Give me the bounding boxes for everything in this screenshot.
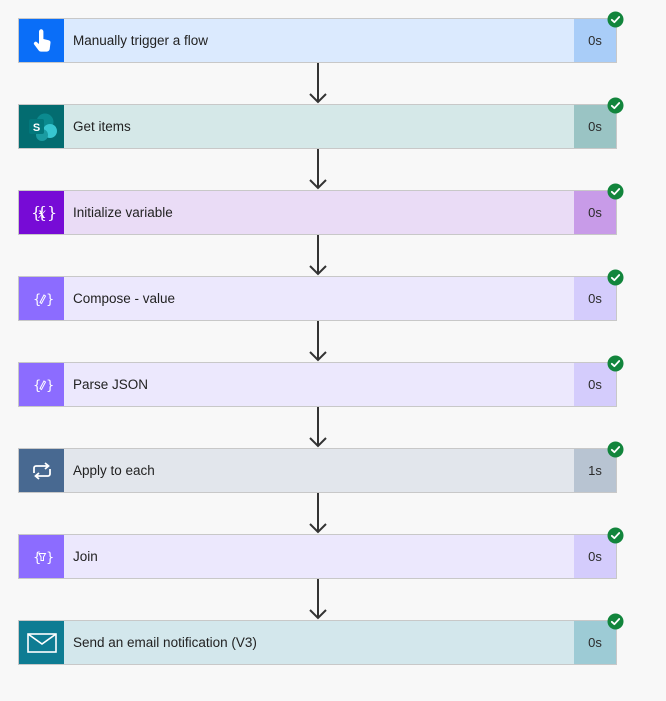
step-duration: 0s: [574, 621, 616, 664]
step-title: Join: [73, 549, 98, 564]
data-operation-icon: {}: [19, 277, 64, 320]
step-card[interactable]: Send an email notification (V3) 0s: [18, 613, 624, 665]
success-check-icon: [607, 97, 624, 114]
svg-text:{: {: [33, 378, 41, 393]
step-title: Compose - value: [73, 291, 176, 306]
step-card[interactable]: {} Parse JSON 0s: [18, 355, 624, 407]
mail-icon: [19, 621, 64, 664]
sharepoint-icon: S: [19, 105, 64, 148]
svg-text:}: }: [46, 550, 54, 565]
svg-text:{: {: [33, 292, 41, 307]
success-check-icon: [607, 355, 624, 372]
svg-text:}: }: [47, 203, 57, 222]
connector-arrow-icon: [309, 579, 327, 620]
step-duration: 0s: [574, 535, 616, 578]
success-check-icon: [607, 183, 624, 200]
success-check-icon: [607, 269, 624, 286]
success-check-icon: [607, 527, 624, 544]
step-duration: 0s: [574, 191, 616, 234]
svg-text:{: {: [36, 203, 46, 222]
success-check-icon: [607, 441, 624, 458]
step-title: Initialize variable: [73, 205, 173, 220]
step-duration: 0s: [574, 363, 616, 406]
step-duration: 0s: [574, 19, 616, 62]
variable-icon: {{x}: [19, 191, 64, 234]
step-title: Get items: [73, 119, 131, 134]
svg-text:{: {: [31, 203, 41, 222]
connector-arrow-icon: [309, 493, 327, 534]
step-title: Parse JSON: [73, 377, 149, 392]
step-duration: 0s: [574, 105, 616, 148]
svg-text:}: }: [46, 292, 54, 307]
step-title: Manually trigger a flow: [73, 33, 209, 48]
svg-text:}: }: [46, 378, 54, 393]
hand-tap-icon: [19, 19, 64, 62]
step-card[interactable]: {} Compose - value 0s: [18, 269, 624, 321]
connector-arrow-icon: [309, 149, 327, 190]
join-icon: {}: [19, 535, 64, 578]
svg-text:S: S: [32, 122, 39, 134]
step-title: Send an email notification (V3): [73, 635, 257, 650]
step-card[interactable]: Apply to each 1s: [18, 441, 624, 493]
svg-text:x: x: [38, 206, 46, 222]
loop-icon: [19, 449, 64, 492]
step-card[interactable]: Manually trigger a flow 0s: [18, 11, 624, 63]
connector-arrow-icon: [309, 321, 327, 362]
step-duration: 0s: [574, 277, 616, 320]
step-duration: 1s: [574, 449, 616, 492]
step-card[interactable]: {{x} Initialize variable 0s: [18, 183, 624, 235]
success-check-icon: [607, 613, 624, 630]
data-operation-icon: {}: [19, 363, 64, 406]
success-check-icon: [607, 11, 624, 28]
connector-arrow-icon: [309, 235, 327, 276]
svg-text:{: {: [33, 550, 41, 565]
step-title: Apply to each: [73, 463, 155, 478]
connector-arrow-icon: [309, 407, 327, 448]
connector-arrow-icon: [309, 63, 327, 104]
step-card[interactable]: S Get items 0s: [18, 97, 624, 149]
step-card[interactable]: {} Join 0s: [18, 527, 624, 579]
